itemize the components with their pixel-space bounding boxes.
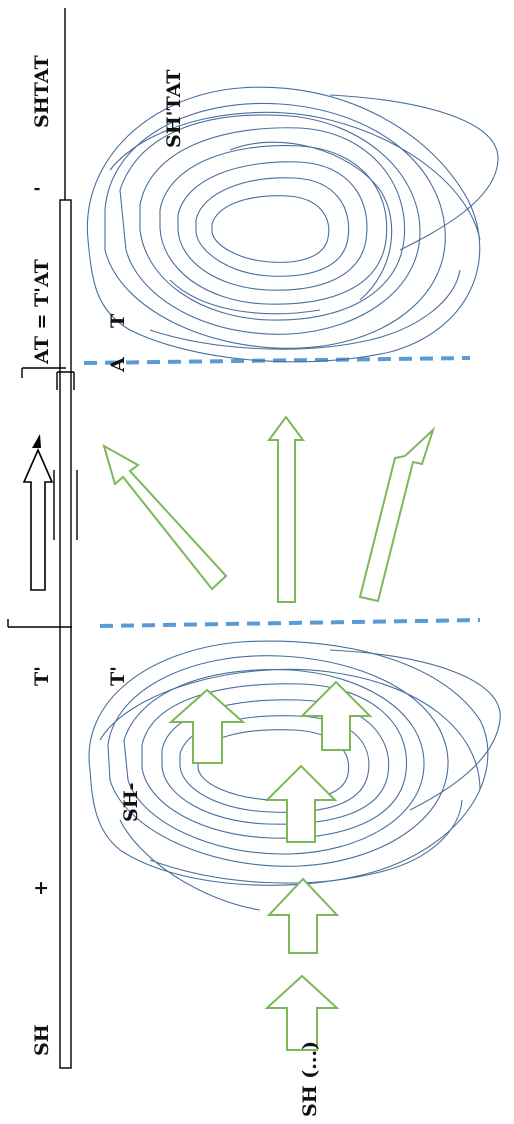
scribble-loop-1 — [86, 86, 481, 363]
block-arrow-icon — [299, 680, 373, 751]
scribble-tail-1 — [329, 649, 501, 811]
block-arrows — [168, 680, 373, 1051]
scribble-loop-5 — [161, 699, 390, 825]
scribble-loop-6 — [179, 715, 370, 813]
timeline — [7, 8, 78, 1069]
scribble-loop-5 — [159, 145, 388, 305]
scribble-loop-8 — [211, 195, 330, 263]
upper-cloud — [86, 86, 499, 363]
scribble-tail-5 — [169, 279, 321, 315]
scribble-loop-2 — [107, 655, 449, 867]
label-plus: + — [30, 880, 52, 896]
arrow-up-right-icon — [358, 426, 436, 603]
scribble-loop-3 — [119, 114, 421, 335]
scribble-loop-6 — [177, 161, 368, 291]
scribble-tail-3 — [149, 799, 463, 884]
block-arrow-icon — [168, 688, 246, 764]
scribble-loop-4 — [139, 127, 406, 321]
label-t-prime-inner: T' — [107, 666, 129, 686]
arrow-up-left-icon — [102, 443, 228, 591]
scribble-loop-1 — [88, 640, 489, 886]
lower-cloud — [88, 640, 501, 911]
scribble-tail-2 — [99, 668, 481, 791]
scribble-tail-3 — [149, 269, 461, 350]
up-arrow-icon — [22, 448, 54, 591]
timeline-bar — [59, 199, 72, 1069]
block-arrow-icon — [266, 877, 340, 954]
scribble-loop-2 — [104, 102, 446, 349]
label-sh-dash: SH- — [120, 782, 142, 822]
block-arrow-icon — [264, 974, 340, 1051]
label-at-equation: AT = T'AT — [31, 259, 53, 365]
label-t-right: T — [107, 314, 129, 328]
scribble-tail-4 — [119, 819, 261, 911]
label-t-prime: T' — [31, 666, 53, 686]
scribble-loop-4 — [141, 683, 408, 839]
dashed-divider-lower — [99, 618, 481, 628]
scribble-tail-4 — [229, 141, 393, 301]
scribble-loop-7 — [195, 177, 350, 277]
timeline-up-arrow — [22, 434, 54, 591]
scribble-loop-7 — [197, 729, 350, 801]
scribble-tail-1 — [329, 94, 499, 251]
scribble-loop-3 — [123, 669, 425, 855]
block-arrow-icon — [264, 764, 338, 843]
label-tick: ' — [31, 186, 53, 192]
label-a-right: A — [107, 357, 129, 373]
label-sh-prime-tat: SH'TAT — [163, 70, 185, 148]
label-sh: SH — [31, 1024, 53, 1056]
arrow-up-icon — [267, 415, 305, 603]
label-sh-paren: SH (...) — [299, 1041, 321, 1117]
transition-arrows — [102, 415, 436, 603]
label-shtat: SHTAT — [31, 55, 53, 128]
up-arrow-tip-icon — [32, 434, 41, 448]
scribble-tail-2 — [109, 111, 481, 241]
dashed-divider-upper — [83, 356, 471, 365]
